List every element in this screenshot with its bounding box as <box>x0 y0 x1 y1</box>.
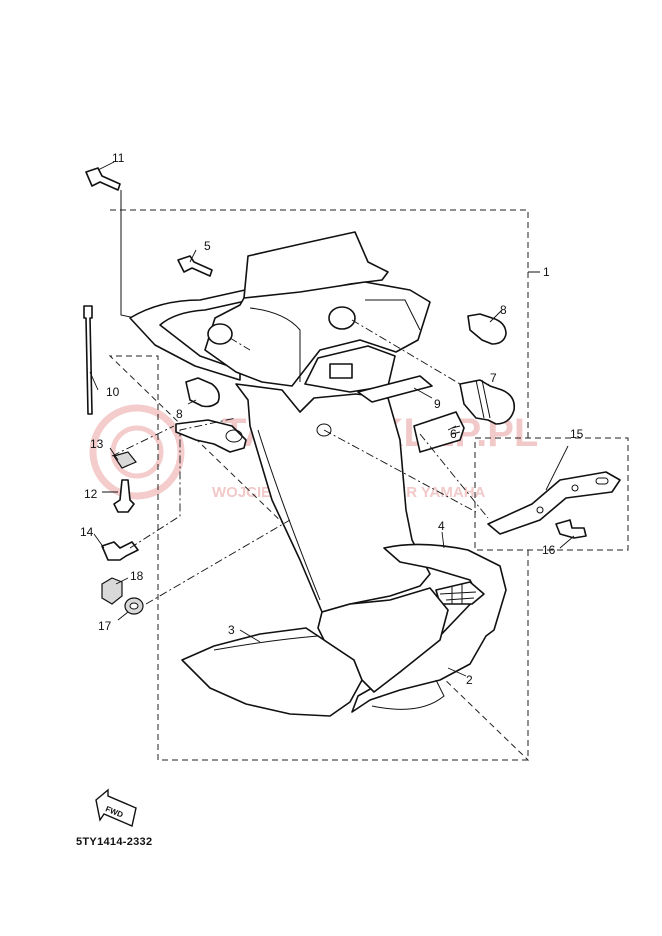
plate-bracket-15 <box>487 471 621 535</box>
rear-fender <box>235 383 431 613</box>
callout-10: 10 <box>106 385 120 399</box>
callout-17: 17 <box>98 619 112 633</box>
watermark-logo <box>89 404 185 500</box>
callout-11: 11 <box>112 151 125 165</box>
callout-12: 12 <box>84 487 98 501</box>
bulb-8-right <box>467 313 507 345</box>
lens-9 <box>357 375 433 403</box>
callout-18: 18 <box>130 569 144 583</box>
screw-12 <box>113 479 135 513</box>
fwd-arrow-icon: FWD <box>95 788 137 827</box>
callout-1: 1 <box>543 265 550 279</box>
callout-6: 6 <box>450 427 457 441</box>
fender-side-piece <box>175 419 247 453</box>
callout-14: 14 <box>80 525 94 539</box>
callout-3: 3 <box>228 623 235 637</box>
assembly-boundary <box>108 209 530 761</box>
callout-16: 16 <box>542 543 556 557</box>
bolt-11 <box>85 167 121 191</box>
screw-5 <box>177 255 213 277</box>
callout-8-left: 8 <box>176 407 183 421</box>
bracket-boundary <box>474 437 629 551</box>
nut-13 <box>113 451 137 469</box>
callout-8-right: 8 <box>500 303 507 317</box>
lower-fender <box>317 587 449 693</box>
callout-7: 7 <box>490 371 497 385</box>
callout-2: 2 <box>466 673 473 687</box>
callout-5: 5 <box>204 239 211 253</box>
callout-13: 13 <box>90 437 104 451</box>
bulb-8-left <box>185 377 220 408</box>
callout-4: 4 <box>438 519 445 533</box>
side-cover-right <box>351 543 507 713</box>
callout-9: 9 <box>434 397 441 411</box>
bolt-16 <box>555 519 587 539</box>
bolt-14 <box>101 541 139 561</box>
rear-cowl-upper-frame <box>129 289 251 381</box>
diagram-reference-code: 5TY1414-2332 <box>76 836 153 848</box>
bulb-socket-right <box>328 306 356 330</box>
collar-18 <box>101 577 123 605</box>
bulb-socket-left <box>207 323 233 345</box>
reflector-6 <box>413 411 465 453</box>
cable-tie-10 <box>83 305 93 415</box>
callout-15: 15 <box>570 427 584 441</box>
